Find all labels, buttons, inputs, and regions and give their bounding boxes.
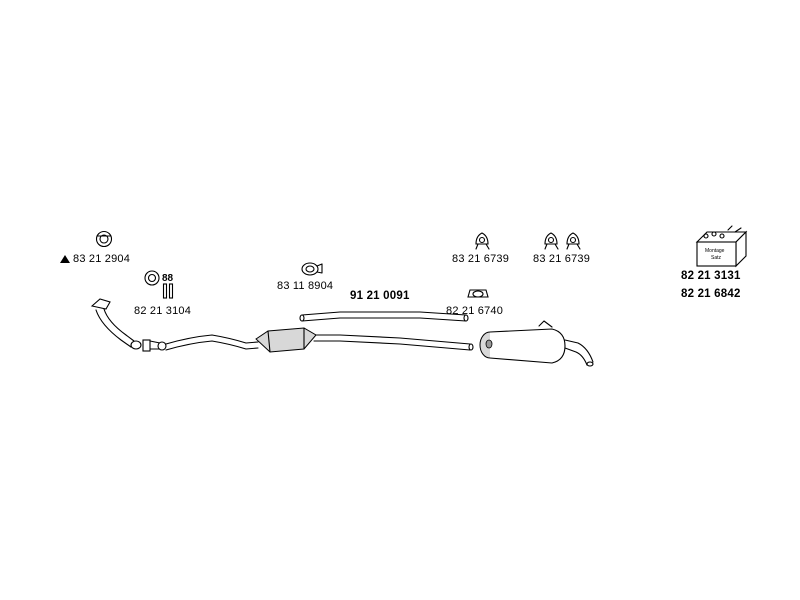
rubber-mount-icon[interactable] [544,232,559,250]
kit-box-label-line-1: Montage [705,248,725,254]
part-number-label[interactable]: 82 21 6842 [681,288,741,300]
bolt-pair-icon[interactable]: 88 [162,273,174,299]
part-number-label[interactable]: 83 11 8904 [277,280,334,292]
pipe-clamp-icon[interactable] [301,262,323,276]
rubber-mount-icon[interactable] [475,232,490,250]
gasket-ring-icon[interactable] [95,230,113,248]
warning-triangle-icon [60,255,70,263]
part-number-label[interactable]: 83 21 6739 [533,253,591,265]
clamp-ring-icon[interactable] [144,270,160,286]
part-number-label[interactable]: 82 21 3131 [681,270,741,282]
part-number-label[interactable]: 83 21 6739 [452,253,510,265]
mounting-kit-box-icon[interactable]: Montage Satz [695,225,748,268]
intermediate-pipe[interactable] [165,334,259,351]
bolt-mark-label: 88 [162,273,174,284]
part-number-label[interactable]: 82 21 6740 [446,305,504,317]
part-number-label[interactable]: 91 21 0091 [350,290,410,302]
rear-mount-icon[interactable] [467,289,489,298]
rubber-mount-icon[interactable] [566,232,581,250]
kit-box-label-line-2: Satz [711,255,722,261]
part-number-label[interactable]: 82 21 3104 [134,305,192,317]
front-downpipe[interactable] [90,298,167,352]
part-number-label[interactable]: 83 21 2904 [73,253,131,265]
rear-muffler[interactable] [479,320,594,367]
middle-pipe[interactable] [299,311,474,351]
catalytic-converter[interactable] [255,327,341,353]
